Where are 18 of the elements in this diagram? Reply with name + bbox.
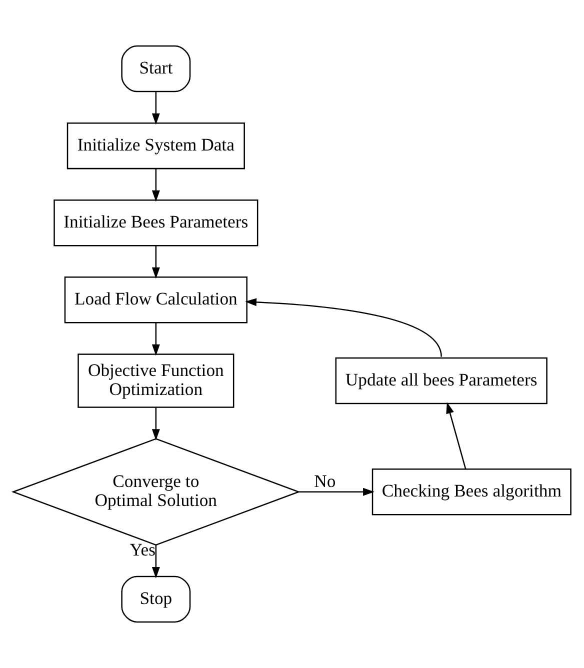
node-box: Objective Function Optimization xyxy=(78,354,234,408)
node-box: Stop xyxy=(121,576,191,623)
arrow xyxy=(298,488,374,496)
arrow xyxy=(152,544,160,578)
edge-label: No xyxy=(314,471,336,492)
node-box: Initialize Bees Parameters xyxy=(54,200,258,246)
node-box: Initialize System Data xyxy=(66,122,245,170)
arrow xyxy=(152,322,160,356)
arrow xyxy=(152,168,160,202)
arrow xyxy=(152,246,160,279)
node-box: Load Flow Calculation xyxy=(64,276,248,324)
node-box: Start xyxy=(121,45,191,92)
arrow xyxy=(152,92,160,125)
arrow xyxy=(245,298,442,357)
arrow xyxy=(152,408,160,440)
node-box: Update all bees Parameters xyxy=(335,357,548,404)
node-box: Checking Bees algorithm xyxy=(372,468,572,516)
arrow xyxy=(446,402,466,470)
